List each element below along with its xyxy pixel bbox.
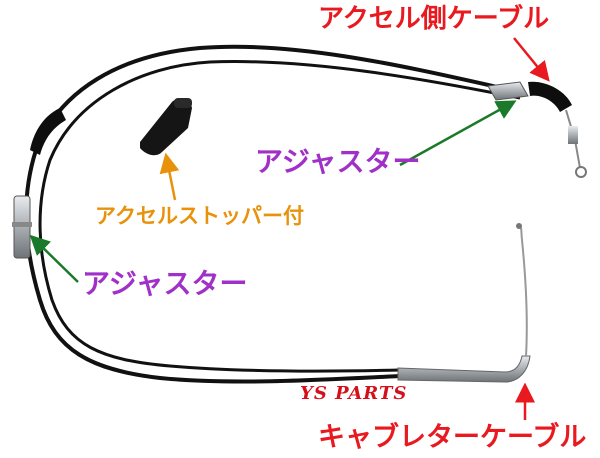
adjuster-left-label: アジャスター bbox=[82, 267, 248, 300]
accel-stopper-cap bbox=[174, 98, 192, 108]
arrow-accel-side bbox=[513, 37, 550, 82]
carb-side-inner-wire bbox=[519, 225, 528, 357]
arrow-adjuster-right bbox=[399, 100, 517, 167]
cable-inner-loop bbox=[38, 60, 521, 373]
arrow-stopper bbox=[159, 152, 180, 201]
accel-side-barrel-end bbox=[575, 166, 587, 178]
carb-cable-label: キャブレターケーブル bbox=[318, 422, 587, 453]
accel-side-housing bbox=[528, 81, 572, 112]
carb-side-wire-end bbox=[516, 223, 522, 229]
accel-side-cable-label: アクセル側ケーブル bbox=[318, 4, 550, 34]
accel-stopper-label: アクセルストッパー付 bbox=[95, 204, 304, 228]
left-adjuster-nut bbox=[12, 222, 32, 227]
cable-boot bbox=[30, 108, 66, 155]
adjuster-right-label: アジャスター bbox=[255, 145, 421, 178]
accel-stopper-part bbox=[140, 98, 192, 156]
accel-side-spring bbox=[568, 126, 578, 144]
arrow-adjuster-left bbox=[29, 234, 79, 283]
carb-side-fitting bbox=[397, 355, 531, 383]
accel-side-fitting bbox=[487, 81, 529, 101]
brand-watermark: YS PARTS bbox=[300, 383, 408, 404]
